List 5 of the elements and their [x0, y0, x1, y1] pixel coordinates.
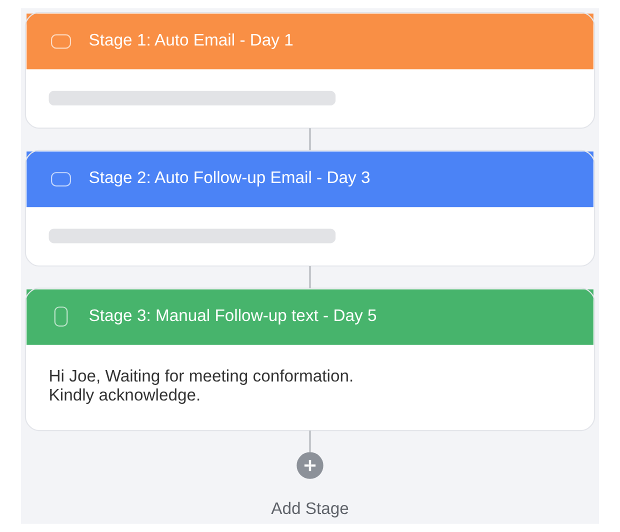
node-label: Add Stage: [271, 498, 349, 518]
connector: [309, 430, 311, 452]
connector: [309, 266, 311, 288]
node-circle: [296, 452, 324, 479]
connector: [309, 128, 311, 150]
